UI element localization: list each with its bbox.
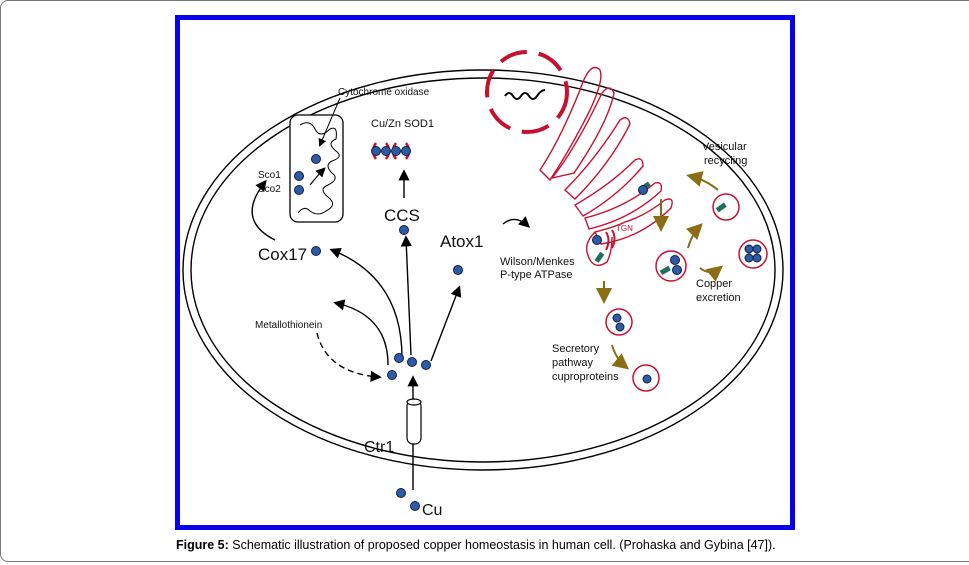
cytochrome-oxidase-pointer — [318, 97, 341, 147]
mitochondrion-cristae — [297, 122, 340, 215]
copper-excretion-label-line2: excretion — [696, 292, 741, 304]
cox17-to-mito-arrow — [251, 179, 276, 241]
vesicles — [605, 193, 768, 392]
cu-label: Cu — [422, 502, 442, 519]
wilson-menkes-label-line2: P-type ATPase — [500, 269, 573, 281]
secretory-label-line3: cuproproteins — [552, 371, 619, 383]
ctr1-transporter — [406, 398, 422, 445]
vesicular-recycling-label-line2: recycling — [704, 155, 747, 167]
cox17-label: Cox17 — [258, 245, 307, 264]
sco2-label: Sco2 — [258, 184, 281, 195]
wilson-menkes-label-line1: Wilson/Menkes — [500, 256, 575, 268]
vesicular-pathway-arrows — [596, 171, 724, 370]
ccs-label: CCS — [384, 206, 420, 225]
sco1-label: Sco1 — [258, 170, 281, 181]
metallothionein-label: Metallothionein — [255, 320, 322, 331]
figure-caption-text: Schematic illustration of proposed coppe… — [228, 538, 776, 552]
cytochrome-oxidase-label: Cytochrome oxidase — [338, 87, 430, 98]
copper-ions — [294, 146, 762, 511]
cell-membrane-outer — [182, 69, 784, 471]
secretory-label-line2: pathway — [552, 357, 593, 369]
tgn-label: TGN — [616, 224, 633, 233]
copper-excretion-label-line1: Copper — [696, 278, 732, 290]
secretory-label-line1: Secretory — [552, 343, 600, 355]
figure-frame — [175, 15, 795, 530]
atpase-pump-icons — [594, 181, 727, 276]
sco-arrow — [309, 167, 326, 186]
figure-caption-label: Figure 5: — [176, 538, 229, 552]
cell-membrane-inner — [190, 77, 776, 463]
tgn-stripes — [605, 229, 616, 251]
atox1-label: Atox1 — [440, 232, 483, 251]
figure-caption: Figure 5: Schematic illustration of prop… — [176, 538, 776, 552]
ctr1-label: Ctr1 — [364, 439, 394, 456]
nucleus — [485, 50, 569, 134]
vesicular-recycling-label-line1: Vesicular — [702, 141, 747, 153]
atox1-to-atpase-arrow — [502, 216, 531, 228]
dna-icon — [504, 89, 546, 100]
golgi-apparatus — [539, 66, 673, 266]
sod1-label: Cu/Zn SOD1 — [371, 118, 434, 130]
